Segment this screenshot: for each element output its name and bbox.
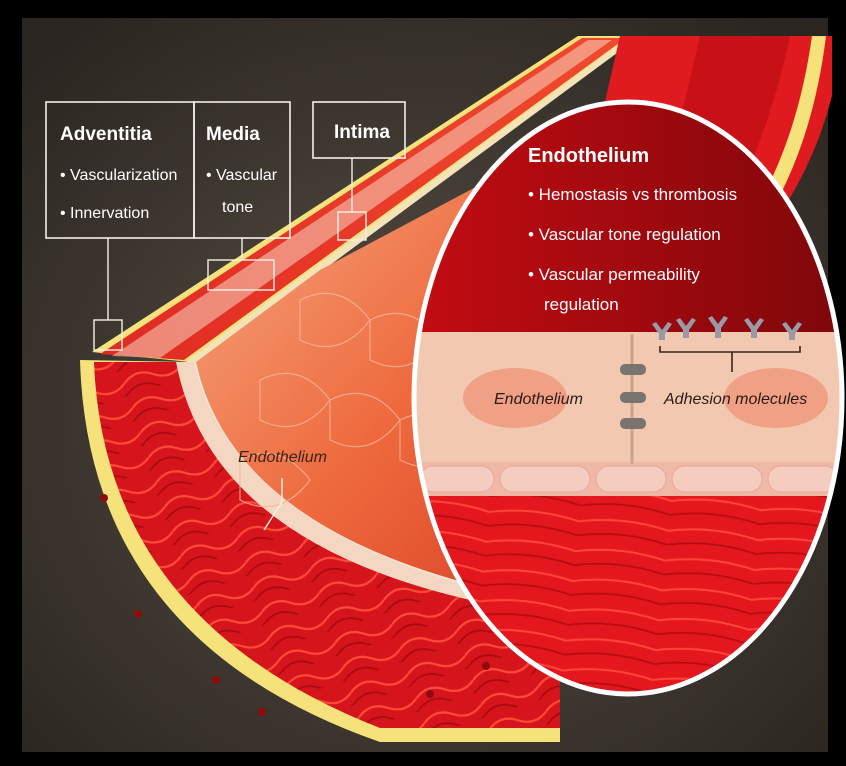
endothelium-item-regulation: regulation xyxy=(544,295,619,314)
adventitia-item-vascularization: • Vascularization xyxy=(60,167,177,184)
vessel-endothelium-label: Endothelium xyxy=(238,449,327,466)
junction-proteins xyxy=(620,364,646,429)
media-item-tone: tone xyxy=(222,199,253,216)
intima-title: Intima xyxy=(334,122,390,143)
endothelium-item-hemostasis: • Hemostasis vs thrombosis xyxy=(528,185,737,204)
media-title: Media xyxy=(206,124,260,145)
adventitia-item-innervation: • Innervation xyxy=(60,205,149,222)
endothelium-panel-title: Endothelium xyxy=(528,145,649,167)
endothelium-item-tone: • Vascular tone regulation xyxy=(528,225,721,244)
media-item-vascular: • Vascular xyxy=(206,167,278,184)
adventitia-title: Adventitia xyxy=(60,124,152,145)
endothelium-item-permeability: • Vascular permeability xyxy=(528,265,700,284)
adhesion-molecules-label: Adhesion molecules xyxy=(663,391,807,408)
cell-endothelium-label: Endothelium xyxy=(494,391,583,408)
